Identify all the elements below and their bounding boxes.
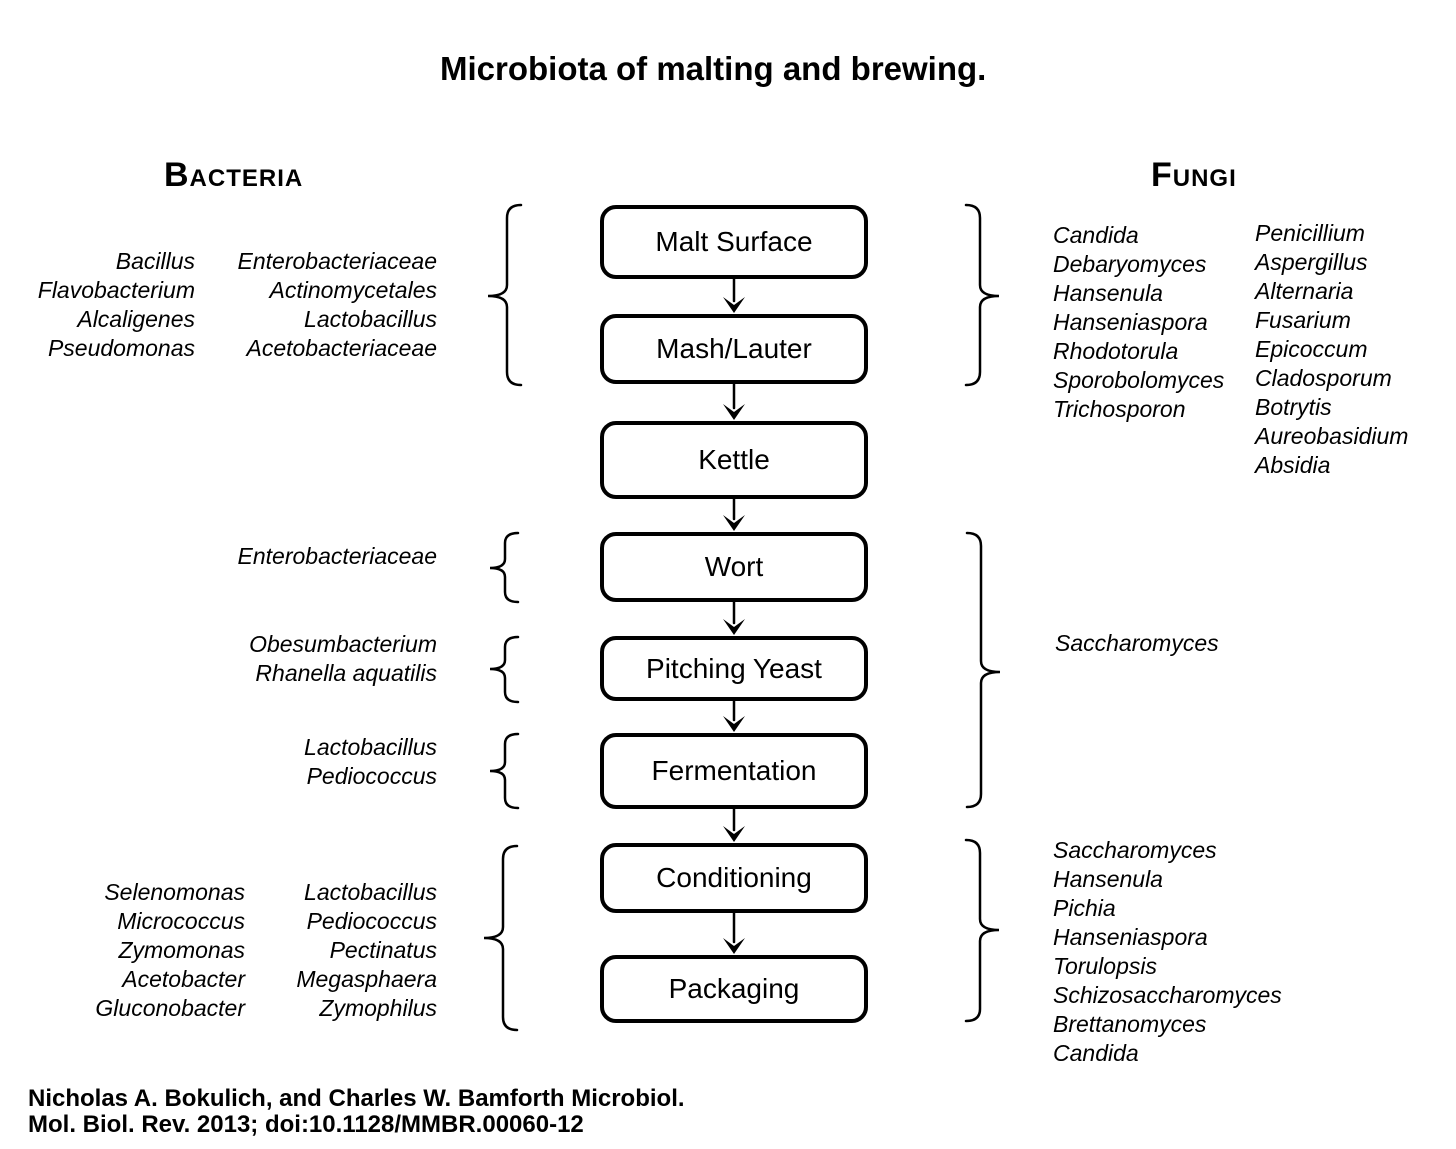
organism-name: Epicoccum — [1255, 336, 1368, 362]
flow-box-kettle: Kettle — [600, 421, 868, 499]
organism-name: Enterobacteriaceae — [237, 543, 437, 569]
organism-name: Alcaligenes — [77, 306, 195, 332]
organism-name: Acetobacteriaceae — [246, 335, 437, 361]
organism-name: Schizosaccharomyces — [1053, 982, 1282, 1008]
brace-bacteria-pitching-yeast — [489, 635, 520, 704]
citation: Nicholas A. Bokulich, and Charles W. Bam… — [28, 1086, 685, 1137]
organism-name: Obesumbacterium — [249, 631, 437, 657]
organism-name: Lactobacillus — [304, 879, 437, 905]
flow-arrow-mash-to-kettle — [723, 382, 745, 420]
flow-arrow-wort-to-pitching — [723, 600, 745, 635]
flow-arrow-fermentation-to-conditioning — [723, 807, 745, 842]
organism-name: Enterobacteriaceae — [237, 248, 437, 274]
organism-name: Aureobasidium — [1255, 423, 1409, 449]
organism-name: Hanseniaspora — [1053, 309, 1208, 335]
organism-name: Megasphaera — [296, 966, 437, 992]
flow-box-pitching-yeast: Pitching Yeast — [600, 636, 868, 701]
organism-name: Alternaria — [1255, 278, 1354, 304]
organism-name: Candida — [1053, 222, 1139, 248]
organism-name: Actinomycetales — [269, 277, 437, 303]
brace-bacteria-malting-mashing — [487, 203, 523, 387]
organism-name: Botrytis — [1255, 394, 1332, 420]
organism-name: Acetobacter — [122, 966, 245, 992]
citation-line-2: Mol. Biol. Rev. 2013; doi:10.1128/MMBR.0… — [28, 1110, 584, 1138]
brace-fungi-malting-mashing — [964, 203, 1000, 387]
flow-box-malt-surface: Malt Surface — [600, 205, 868, 279]
organism-name: Debaryomyces — [1053, 251, 1207, 277]
organism-name: Hanseniaspora — [1053, 924, 1208, 950]
flow-arrow-conditioning-to-packaging — [723, 911, 745, 954]
organism-name: Saccharomyces — [1055, 630, 1219, 656]
organism-name: Micrococcus — [117, 908, 245, 934]
flow-box-packaging: Packaging — [600, 955, 868, 1023]
organism-name: Bacillus — [115, 248, 195, 274]
flow-arrow-malt-to-mash — [723, 277, 745, 313]
organism-name: Sporobolomyces — [1053, 367, 1225, 393]
organism-name: Penicillium — [1255, 220, 1365, 246]
organism-name: Rhodotorula — [1053, 338, 1179, 364]
organism-name: Pectinatus — [329, 937, 437, 963]
fungi-column-header: Fungi — [1151, 156, 1237, 194]
organism-name: Torulopsis — [1053, 953, 1157, 979]
organism-name: Selenomonas — [104, 879, 245, 905]
organism-name: Saccharomyces — [1053, 837, 1217, 863]
flow-box-fermentation: Fermentation — [600, 733, 868, 809]
organism-name: Candida — [1053, 1040, 1139, 1066]
bacteria-column-header: Bacteria — [164, 156, 304, 194]
organism-name: Absidia — [1255, 452, 1331, 478]
brace-fungi-wort-to-fermentation — [965, 531, 1001, 809]
brace-fungi-conditioning-packaging — [964, 838, 1000, 1023]
brace-bacteria-fermentation — [489, 732, 520, 810]
organism-name: Flavobacterium — [37, 277, 195, 303]
organism-name: Gluconobacter — [95, 995, 245, 1021]
brace-bacteria-conditioning-packaging — [483, 844, 519, 1032]
organism-name: Brettanomyces — [1053, 1011, 1207, 1037]
organism-name: Cladosporum — [1255, 365, 1392, 391]
organism-name: Rhanella aquatilis — [255, 660, 437, 686]
organism-name: Pichia — [1053, 895, 1116, 921]
organism-name: Zymophilus — [319, 995, 437, 1021]
organism-name: Zymomonas — [118, 937, 245, 963]
organism-name: Pediococcus — [306, 908, 437, 934]
flow-box-wort: Wort — [600, 532, 868, 602]
brace-bacteria-wort — [489, 531, 520, 604]
fungi-fermentation-list: Saccharomyces — [1055, 629, 1219, 658]
flow-arrow-kettle-to-wort — [723, 497, 745, 531]
organism-name: Lactobacillus — [304, 306, 437, 332]
organism-name: Lactobacillus — [304, 734, 437, 760]
bacteria-wort-list: Enterobacteriaceae — [238, 542, 437, 571]
organism-name: Hansenula — [1053, 866, 1163, 892]
flow-arrow-pitching-to-fermentation — [723, 699, 745, 732]
figure-title: Microbiota of malting and brewing. — [440, 50, 987, 87]
flow-box-conditioning: Conditioning — [600, 843, 868, 913]
organism-name: Trichosporon — [1053, 396, 1186, 422]
organism-name: Pseudomonas — [47, 335, 195, 361]
organism-name: Hansenula — [1053, 280, 1163, 306]
citation-line-1: Nicholas A. Bokulich, and Charles W. Bam… — [28, 1085, 685, 1112]
organism-name: Aspergillus — [1255, 249, 1368, 275]
flow-box-mash-lauter: Mash/Lauter — [600, 314, 868, 384]
organism-name: Fusarium — [1255, 307, 1351, 333]
organism-name: Pediococcus — [306, 763, 437, 789]
